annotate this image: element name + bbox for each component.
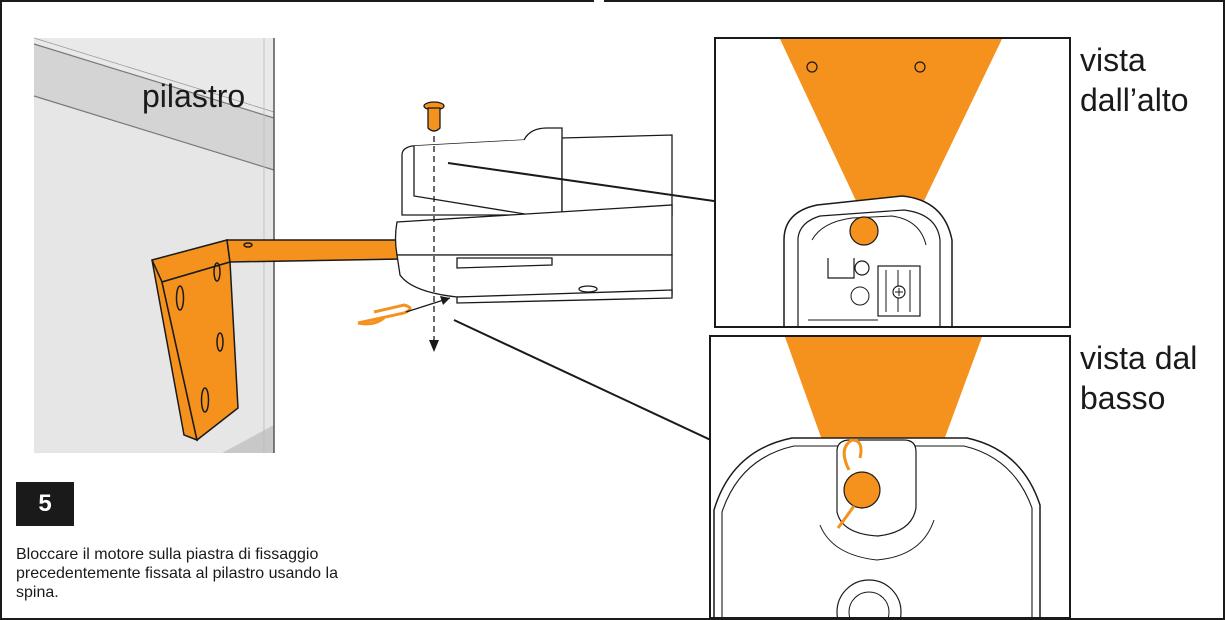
instruction-caption: Bloccare il motore sulla piastra di fiss…	[16, 546, 338, 601]
top-border	[2, 0, 1223, 3]
top-view-inset	[714, 37, 1071, 328]
bottom-view-label: vista dal basso	[1080, 340, 1198, 416]
step-number-badge: 5	[16, 482, 74, 526]
axis-arrow	[429, 340, 439, 352]
motor-unit	[394, 127, 673, 304]
pillar-label: pilastro	[142, 78, 246, 114]
top-view-label: vista dall’alto	[1080, 42, 1189, 118]
spring-clip-icon	[357, 303, 412, 326]
bottom-view-inset	[709, 335, 1071, 618]
pin-icon	[423, 101, 445, 132]
